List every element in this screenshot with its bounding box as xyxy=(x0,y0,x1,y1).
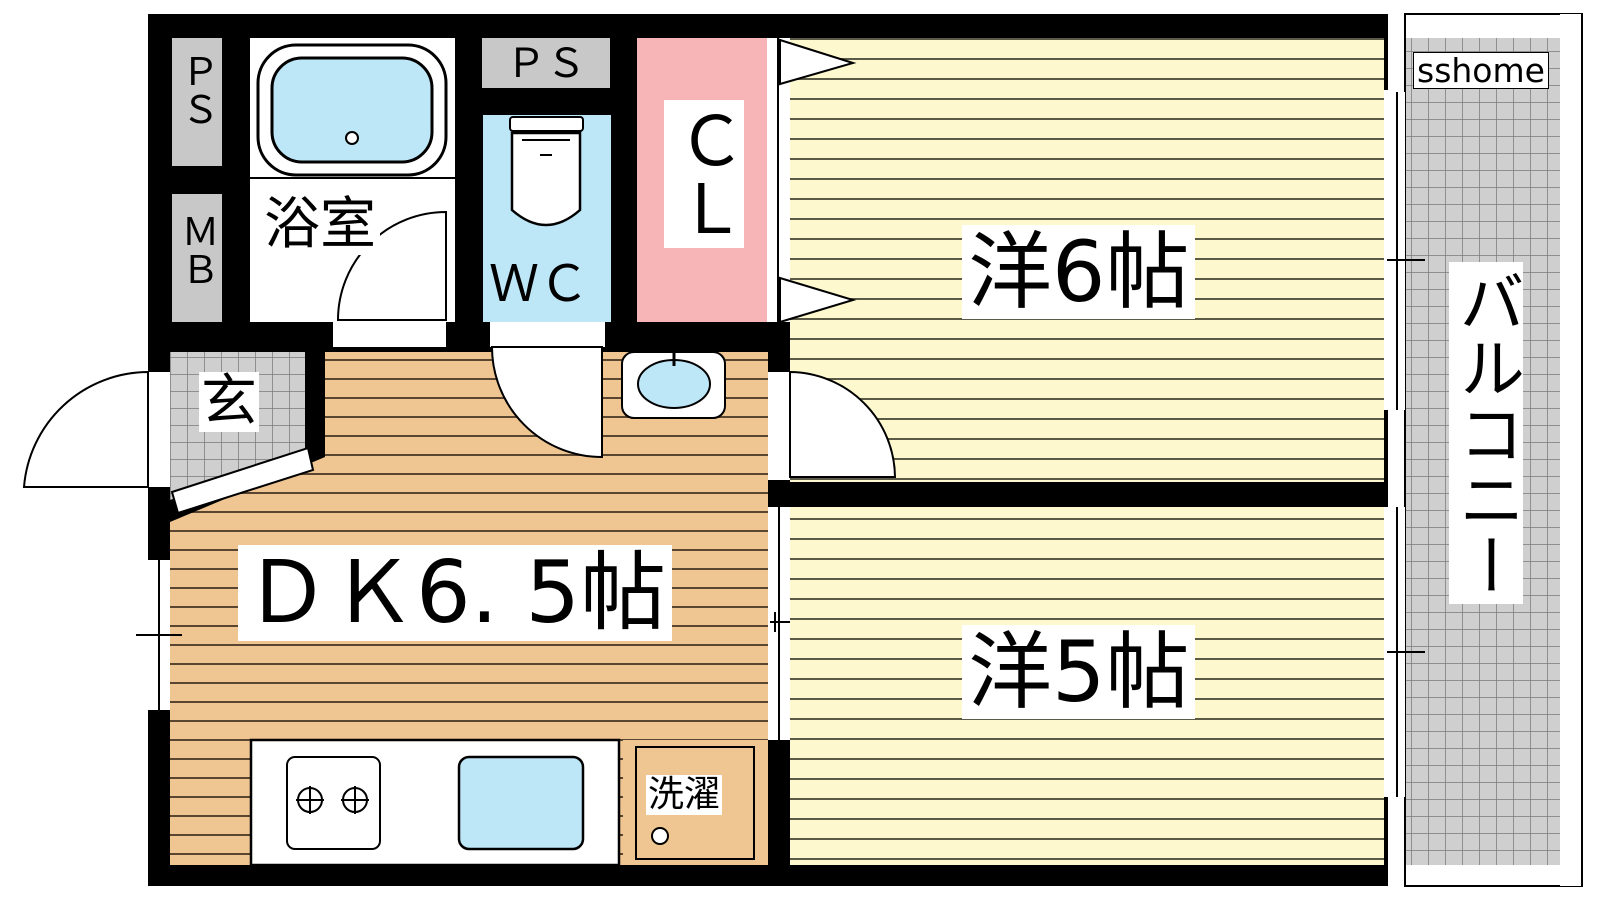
room-label-closet: ＣＬ xyxy=(664,100,744,248)
entrance-step xyxy=(170,446,315,515)
bathtub-drain xyxy=(345,131,359,145)
room-label-wc: ＷＣ xyxy=(485,257,593,311)
label-ps-left: ＰＳ xyxy=(175,52,219,128)
room-label-entrance: 玄 xyxy=(199,369,259,434)
wc-door-swing xyxy=(490,346,603,459)
label-ps-top: ＰＳ xyxy=(504,41,588,87)
room-label-western-6: 洋6帖 xyxy=(962,225,1196,319)
room6-door-swing xyxy=(789,370,897,478)
wc-door-sill xyxy=(490,322,605,347)
room-label-bath: 浴室 xyxy=(260,195,380,255)
room-label-laundry: 洗濯 xyxy=(646,774,723,815)
laundry-drain xyxy=(651,827,669,845)
stove xyxy=(286,756,381,850)
room-label-western-5: 洋5帖 xyxy=(962,625,1196,719)
room-label-dk: ＤＫ6. 5帖 xyxy=(238,545,673,641)
entrance-door-swing xyxy=(22,370,149,488)
watermark-text: sshome xyxy=(1413,52,1549,89)
room-label-balcony: バルコニー xyxy=(1448,262,1525,604)
toilet-tank xyxy=(509,116,584,132)
kitchen-sink xyxy=(457,755,585,851)
toilet-bowl xyxy=(510,131,582,227)
closet-door-lower xyxy=(779,276,857,324)
bath-door-sill xyxy=(333,322,446,347)
bathtub-inner xyxy=(270,56,434,164)
closet-door-upper xyxy=(779,38,857,86)
label-mb: ＭＢ xyxy=(175,212,219,288)
